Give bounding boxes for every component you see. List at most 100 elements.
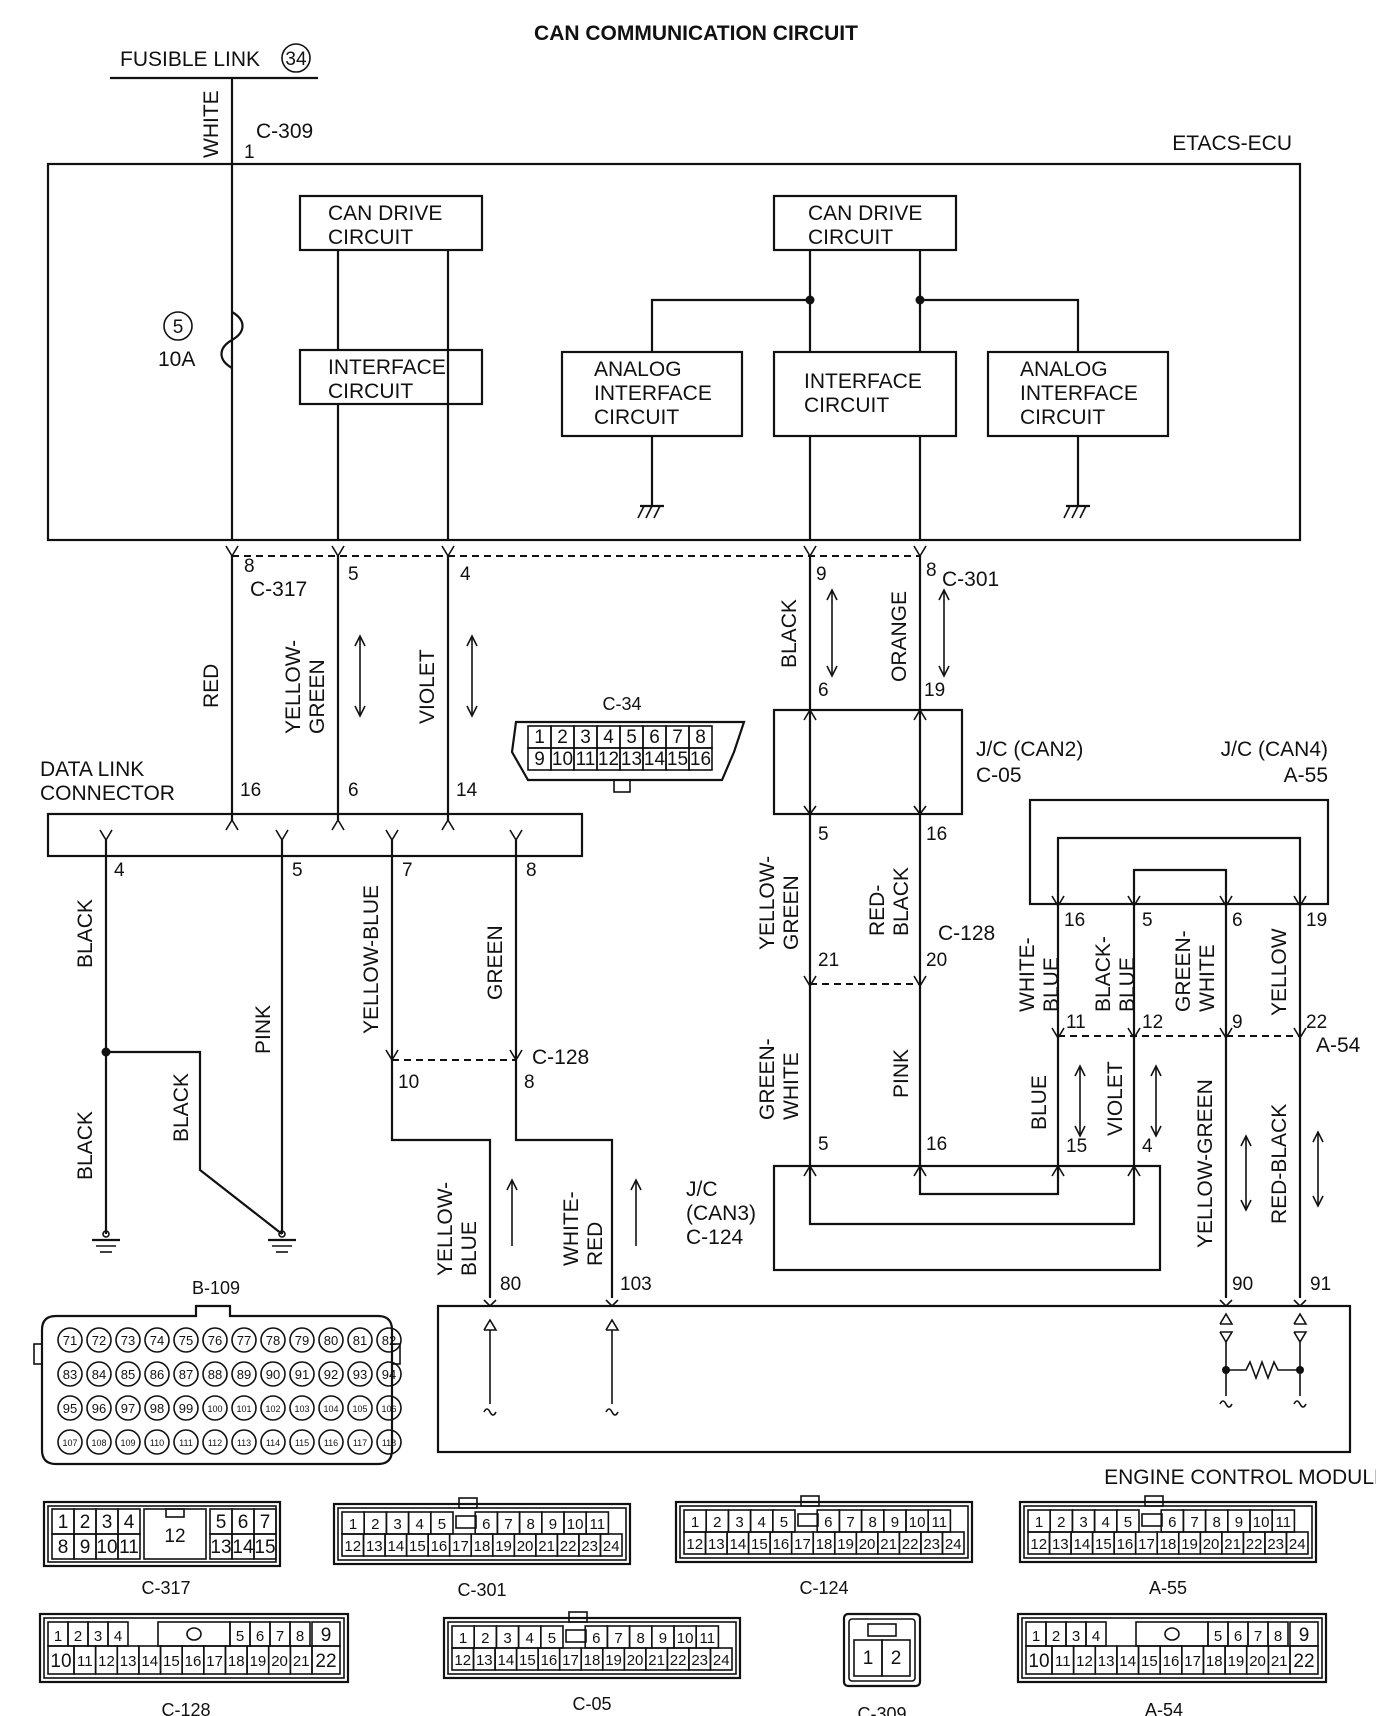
c301-cavity-number: 15 xyxy=(409,1538,426,1555)
can-drive-circuit-2-line2: CIRCUIT xyxy=(808,226,893,249)
c124-cavity-number: 8 xyxy=(869,1514,877,1531)
c124-cavity-number: 20 xyxy=(859,1536,876,1553)
a55-cavity-number: 8 xyxy=(1213,1514,1221,1531)
a54-cavity-number: 11 xyxy=(1055,1653,1071,1670)
c124-cavity-number: 2 xyxy=(713,1514,721,1531)
b109-cavity-number: 78 xyxy=(266,1333,280,1348)
c128-cavity-number: 4 xyxy=(114,1628,122,1645)
c124-cavity-number: 5 xyxy=(780,1514,788,1531)
c124-cavity-number: 22 xyxy=(902,1536,919,1553)
c309-face-label: C-309 xyxy=(857,1704,906,1716)
analog-right-line1: ANALOG xyxy=(1020,358,1108,381)
pin-5-dlc: 5 xyxy=(292,860,303,881)
b109-cavity xyxy=(115,1327,141,1353)
b109-cavity xyxy=(115,1429,141,1455)
c05-cavity-number: 5 xyxy=(548,1630,556,1647)
pin-16-c124: 16 xyxy=(926,1134,947,1155)
b109-cavity xyxy=(115,1361,141,1387)
a55-cavity-number: 6 xyxy=(1168,1514,1176,1531)
etacs-ecu-label: ETACS-ECU xyxy=(1172,132,1292,155)
c05-cavity-number: 3 xyxy=(503,1630,511,1647)
b109-cavity xyxy=(231,1429,257,1455)
b109-cavity xyxy=(289,1361,315,1387)
c124-cavity-number: 18 xyxy=(816,1536,833,1553)
b109-cavity xyxy=(289,1327,315,1353)
a55-cavity-number: 17 xyxy=(1138,1536,1155,1553)
a54-center-block xyxy=(1135,1621,1209,1647)
b109-cavity xyxy=(173,1429,199,1455)
c34-cavity-number: 7 xyxy=(672,727,683,748)
c317-cavity-number: 8 xyxy=(58,1537,69,1558)
wire-label-white-red-ecm-a: WHITE- xyxy=(560,1191,583,1266)
b109-cavity xyxy=(144,1395,170,1421)
c317-cavity-number: 3 xyxy=(102,1512,113,1533)
wire-to-analog-right xyxy=(920,298,1080,352)
b109-cavity-number: 101 xyxy=(236,1404,251,1414)
a54-cavity-number: 4 xyxy=(1092,1628,1100,1645)
wire-label-yellow-green-1a: YELLOW- xyxy=(282,640,305,734)
c128-cavity-number: 17 xyxy=(206,1653,223,1670)
c317-face-label: C-317 xyxy=(141,1578,190,1598)
c05-cavity-number: 13 xyxy=(476,1652,493,1669)
c34-cavity-number: 2 xyxy=(557,727,568,748)
b109-cavity xyxy=(86,1361,112,1387)
a55-face-label: A-55 xyxy=(1149,1578,1187,1598)
a54-body xyxy=(1016,1612,1328,1684)
wire-label-black-1: BLACK xyxy=(778,599,801,668)
a55-cavity-number: 2 xyxy=(1057,1514,1065,1531)
jc-can3-label-3: C-124 xyxy=(686,1226,744,1249)
wire-label-green-white-can4-b: WHITE xyxy=(1196,944,1219,1012)
wire-label-yellow-green-ecm: YELLOW-GREEN xyxy=(1194,1079,1217,1248)
wire-label-pink-jc: PINK xyxy=(890,1049,913,1098)
b109-cavity xyxy=(376,1429,402,1455)
c05-latch xyxy=(568,1611,588,1623)
c301-latch xyxy=(458,1497,478,1509)
b109-cavity-number: 99 xyxy=(179,1401,193,1416)
c34-cavity-number: 14 xyxy=(644,749,666,770)
c128-cavity-number: 10 xyxy=(50,1651,71,1672)
c124-cavity-number: 16 xyxy=(773,1536,790,1553)
a54-cavity xyxy=(1289,1645,1319,1675)
c05-cavity-number: 12 xyxy=(454,1652,471,1669)
b109-cavity-number: 73 xyxy=(121,1333,135,1348)
b109-cavity-number: 89 xyxy=(237,1367,251,1382)
c301-cavity-number: 19 xyxy=(495,1538,512,1555)
c128-cavity-number: 2 xyxy=(74,1628,82,1645)
wire-label-yellow-blue-ecm-a: YELLOW- xyxy=(434,1182,457,1276)
dlc-pin-marks xyxy=(99,818,523,842)
a55-cavity-number: 9 xyxy=(1235,1514,1243,1531)
c05-cavity-number: 9 xyxy=(659,1630,667,1647)
a55-latch xyxy=(1144,1495,1164,1507)
c317-cavity-number: 11 xyxy=(119,1537,139,1558)
b109-cavity xyxy=(57,1429,83,1455)
interface-circuit-2-line2: CIRCUIT xyxy=(804,394,889,417)
wire-label-black-gnd-2: BLACK xyxy=(170,1073,193,1142)
c301-cavity-number: 24 xyxy=(603,1538,620,1555)
pin-8-etacs: 8 xyxy=(244,556,255,577)
c124-cavity-number: 21 xyxy=(880,1536,897,1553)
pin-6-dlc: 6 xyxy=(348,780,359,801)
jc-can3-bus-outer xyxy=(808,1166,1136,1226)
a55-cavity-number: 20 xyxy=(1203,1536,1220,1553)
pin-16-dlc: 16 xyxy=(240,780,261,801)
c124-cavity-number: 24 xyxy=(945,1536,962,1553)
c05-face-label: C-05 xyxy=(572,1694,611,1714)
wire-label-yellow-blue-dlc: YELLOW-BLUE xyxy=(360,885,383,1034)
c05-cavity xyxy=(709,1647,733,1671)
a54-cavity-number: 22 xyxy=(1293,1651,1314,1672)
pin-22-a54: 22 xyxy=(1306,1012,1327,1033)
c05-cavity-number: 11 xyxy=(700,1630,716,1647)
a55-cavity xyxy=(1285,1531,1309,1555)
jc-can3-box xyxy=(772,1164,1162,1272)
signal-arrows-ecm-bidir xyxy=(1240,1130,1324,1212)
c34-cavity-number: 1 xyxy=(534,727,545,748)
pin-5-a55: 5 xyxy=(1142,910,1153,931)
ecm-junction-right xyxy=(1296,1366,1304,1374)
wire-to-analog-left xyxy=(650,298,810,352)
c309-cavity-number: 1 xyxy=(863,1648,874,1669)
jc-can3-label-2: (CAN3) xyxy=(686,1202,756,1225)
c128-face-label: C-128 xyxy=(161,1700,210,1716)
a55-cavity-number: 10 xyxy=(1253,1514,1270,1531)
